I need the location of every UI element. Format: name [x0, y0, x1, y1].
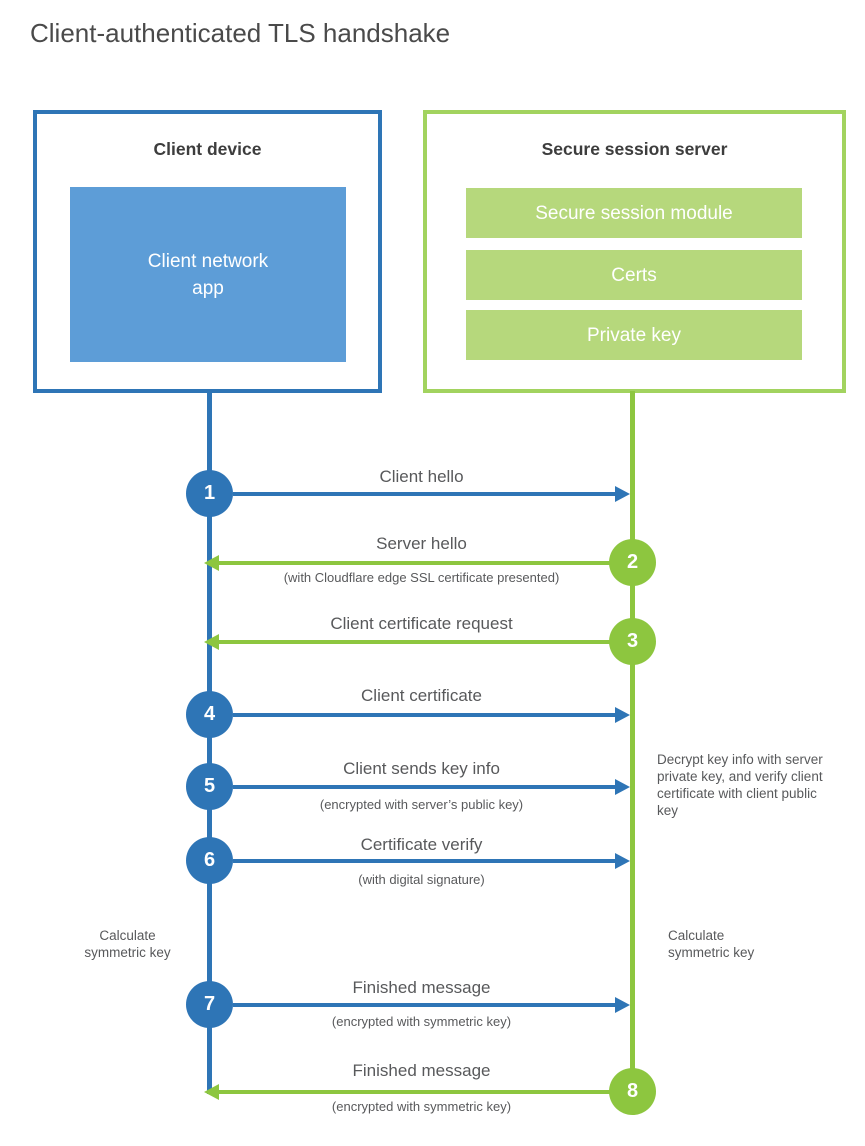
arrow-shaft — [233, 1003, 615, 1007]
step-6-label: Certificate verify — [360, 835, 483, 854]
arrow-step-7 — [233, 997, 630, 1013]
step-8-sublabel: (encrypted with symmetric key) — [331, 1099, 512, 1114]
step-7-badge: 7 — [186, 981, 233, 1028]
arrow-step-2 — [204, 555, 611, 571]
arrowhead-left-icon — [204, 634, 219, 650]
step-2-label: Server hello — [376, 534, 467, 553]
step-8-badge: 8 — [609, 1068, 656, 1115]
step-1-badge: 1 — [186, 470, 233, 517]
arrow-step-3 — [204, 634, 611, 650]
client-lifeline — [207, 391, 212, 1094]
client-network-app-box: Client network app — [70, 187, 346, 362]
arrow-step-1 — [233, 486, 630, 502]
arrowhead-right-icon — [615, 997, 630, 1013]
step-2-sublabel: (with Cloudflare edge SSL certificate pr… — [283, 570, 560, 585]
arrow-step-4 — [233, 707, 630, 723]
arrow-step-8 — [204, 1084, 611, 1100]
client-device-title: Client device — [153, 139, 262, 159]
arrowhead-left-icon — [204, 555, 219, 571]
arrow-step-6 — [233, 853, 630, 869]
arrow-shaft — [233, 492, 615, 496]
step-4-label: Client certificate — [361, 686, 482, 705]
arrowhead-right-icon — [615, 853, 630, 869]
step-5-label: Client sends key info — [343, 759, 500, 778]
secure-session-server-title: Secure session server — [541, 139, 728, 159]
step-1-label: Client hello — [379, 467, 464, 486]
step-7-sublabel: (encrypted with symmetric key) — [331, 1014, 512, 1029]
client-network-app-label: Client network app — [147, 250, 269, 299]
decrypt-key-note: Decrypt key info with server private key… — [657, 752, 823, 818]
step-4-badge: 4 — [186, 691, 233, 738]
step-2-badge: 2 — [609, 539, 656, 586]
step-5-sublabel: (encrypted with server’s public key) — [319, 797, 524, 812]
step-3-badge: 3 — [609, 618, 656, 665]
server-lifeline — [630, 391, 635, 1092]
arrow-shaft — [233, 713, 615, 717]
step-7-label: Finished message — [352, 978, 491, 997]
module-certs: Certs — [466, 250, 802, 300]
arrow-shaft — [219, 561, 611, 565]
module-private-key: Private key — [466, 310, 802, 360]
arrowhead-left-icon — [204, 1084, 219, 1100]
page-title: Client-authenticated TLS handshake — [30, 18, 451, 48]
module-certs-label: Certs — [611, 264, 657, 286]
step-8-label: Finished message — [352, 1061, 491, 1080]
calculate-symmetric-key-note-client: Calculate symmetric key — [84, 928, 171, 960]
arrow-shaft — [219, 1090, 611, 1094]
step-6-badge: 6 — [186, 837, 233, 884]
arrow-shaft — [233, 859, 615, 863]
arrow-step-5 — [233, 779, 630, 795]
step-5-badge: 5 — [186, 763, 233, 810]
step-6-sublabel: (with digital signature) — [358, 872, 485, 887]
arrow-shaft — [219, 640, 611, 644]
arrowhead-right-icon — [615, 707, 630, 723]
arrowhead-right-icon — [615, 486, 630, 502]
module-private-key-label: Private key — [587, 324, 681, 346]
calculate-symmetric-key-note-server: Calculate symmetric key — [668, 928, 755, 960]
arrowhead-right-icon — [615, 779, 630, 795]
arrow-shaft — [233, 785, 615, 789]
module-secure-session-label: Secure session module — [535, 202, 733, 224]
module-secure-session: Secure session module — [466, 188, 802, 238]
step-3-label: Client certificate request — [330, 614, 513, 633]
